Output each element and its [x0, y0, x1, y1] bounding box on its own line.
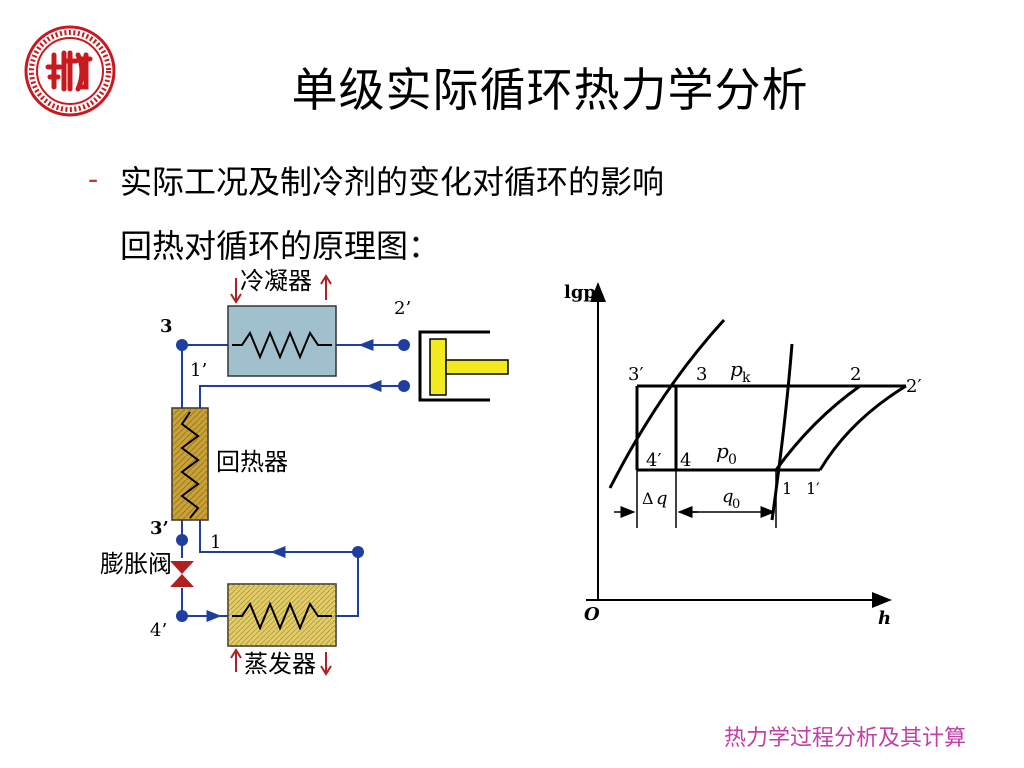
- q0-label: q 0: [722, 486, 740, 512]
- lgp-h-chart: lgp h O 3′ 3 p k 2 2′: [564, 282, 922, 629]
- point-2prime-label: 2’: [394, 298, 411, 319]
- ph-point-3prime: 3′: [628, 364, 644, 385]
- point-3prime-label: 3’: [150, 518, 169, 539]
- x-axis-label: h: [878, 608, 891, 629]
- condenser-coil: [232, 330, 332, 360]
- svg-text:0: 0: [728, 452, 737, 468]
- svg-text:Δ: Δ: [642, 489, 654, 508]
- cycle-lines: [635, 384, 907, 472]
- refrigeration-schematic: 冷凝器 回热器 膨胀阀 蒸发器: [100, 267, 509, 678]
- point-4prime-label: 4’: [150, 620, 167, 641]
- pipe-nodes: [176, 339, 410, 622]
- bullet-text: 实际工况及制冷剂的变化对循环的影响: [120, 163, 665, 201]
- condenser-cooling-arrows: [230, 274, 332, 304]
- regenerator-coil: [180, 411, 200, 519]
- pk-label: p k: [730, 357, 751, 386]
- flow-arrows: [196, 339, 392, 622]
- svg-text:q: q: [656, 488, 668, 509]
- svg-text:q: q: [722, 486, 734, 507]
- point-1prime-label: 1’: [190, 360, 207, 381]
- y-axis-label: lgp: [564, 282, 596, 303]
- p0-label: p 0: [716, 439, 737, 468]
- ph-point-4: 4: [680, 450, 691, 471]
- svg-text:k: k: [742, 370, 751, 386]
- ph-point-4prime: 4′: [646, 450, 662, 471]
- ph-point-1: 1: [782, 479, 792, 498]
- university-seal-logo: [24, 25, 116, 117]
- pipework: [181, 344, 404, 617]
- point-1-label: 1: [210, 532, 221, 553]
- origin-label: O: [584, 604, 600, 625]
- saturated-vapor-line: [770, 343, 794, 521]
- saturated-liquid-line: [608, 318, 726, 489]
- evaporator-coil: [232, 601, 332, 631]
- svg-text:p: p: [716, 439, 729, 463]
- evaporator-heat-arrows: [230, 648, 332, 676]
- point-3-label: 3: [160, 316, 173, 337]
- evaporator-label: 蒸发器: [244, 650, 316, 678]
- dimension-lines: [614, 470, 777, 528]
- ph-point-3: 3: [696, 364, 707, 385]
- expansion-valve-icon: [170, 561, 194, 587]
- bullet-dash: -: [88, 162, 99, 197]
- ph-point-2prime: 2′: [906, 376, 922, 397]
- sub-heading: 回热对循环的原理图：: [120, 227, 441, 265]
- condenser-label: 冷凝器: [240, 267, 312, 295]
- slide-title: 单级实际循环热力学分析: [291, 63, 809, 117]
- regenerator-label: 回热器: [216, 448, 288, 476]
- delta-q-label: Δ q: [642, 488, 668, 509]
- ph-point-1prime: 1′: [806, 479, 820, 498]
- footer-text: 热力学过程分析及其计算: [723, 726, 966, 751]
- ph-point-2: 2: [850, 364, 861, 385]
- compressor: [418, 330, 509, 402]
- expansion-valve-label: 膨胀阀: [100, 550, 172, 578]
- svg-text:p: p: [730, 357, 743, 381]
- svg-text:0: 0: [732, 497, 740, 512]
- condenser-box: [227, 305, 337, 377]
